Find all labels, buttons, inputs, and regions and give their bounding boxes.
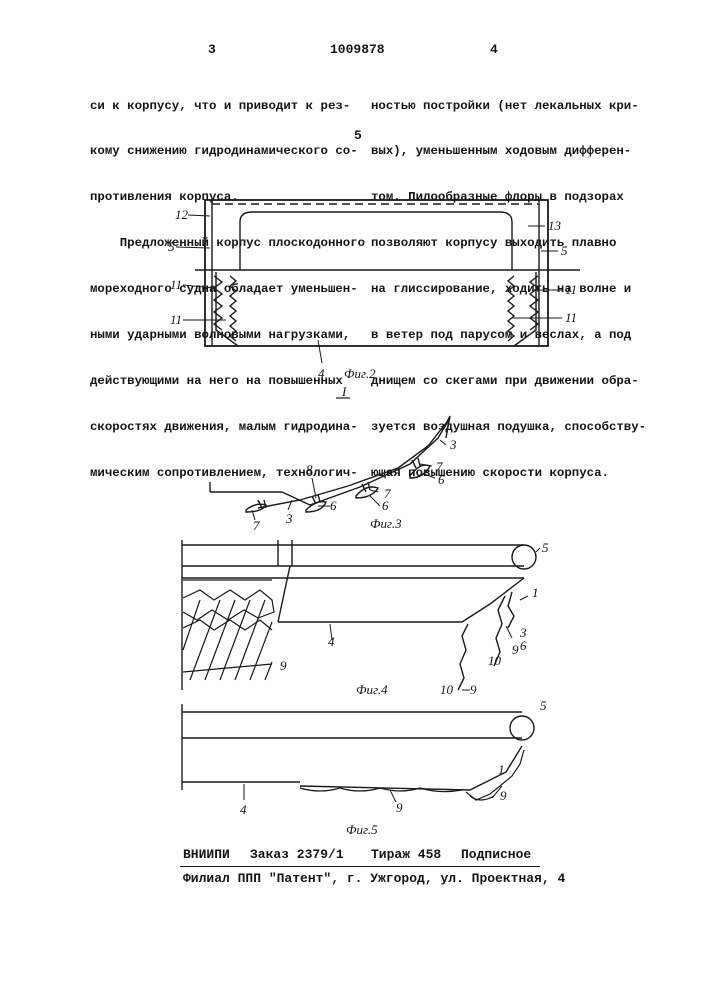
footer-subscription: Подписное [461, 847, 531, 862]
fig2-label: 5 [561, 243, 568, 258]
text-line: си к корпусу, что и приводит к рез- [90, 99, 365, 114]
line-number: 5 [354, 128, 362, 143]
figure-4: 5 1 3 6 9 10 4 9 10 9 Фиг.4 [0, 538, 707, 708]
fig5-label: 5 [540, 700, 547, 713]
fig5-label: 9 [396, 800, 403, 815]
fig4-hatched-section [183, 580, 274, 680]
fig2-label: 12 [175, 207, 189, 222]
page-number-right: 4 [490, 42, 498, 57]
fig2-label: 11 [170, 312, 182, 327]
figure-5: 5 1 9 9 4 Фиг.5 [0, 700, 707, 840]
fig3-label: 3 [285, 511, 293, 526]
fig5-label: 1 [498, 762, 505, 777]
fig3-skegs [246, 458, 430, 512]
fig3-label: 7 [253, 518, 260, 533]
fig4-label: 9 [512, 642, 519, 657]
fig5-hull [182, 704, 534, 790]
fig4-label: 6 [520, 638, 527, 653]
page-number-left: 3 [208, 42, 216, 57]
patent-number: 1009878 [330, 42, 385, 57]
fig4-leaders [330, 548, 540, 690]
footer-divider [180, 866, 540, 867]
fig2-hull-outline [195, 200, 580, 346]
fig4-label: 9 [280, 658, 287, 673]
figure-2: 12 5 11 11 13 5 11 11 4 Фиг.2 I [0, 190, 707, 410]
fig2-label: 4 [318, 366, 325, 381]
fig2-label: 11 [565, 282, 577, 297]
footer-circulation: Тираж 458 [371, 847, 441, 862]
fig4-label: 5 [542, 540, 549, 555]
section-mark: I [341, 384, 347, 399]
fig3-bottom-profile [210, 416, 450, 508]
footer-branch: Филиал ППП "Патент", г. Ужгород, ул. Про… [183, 871, 565, 886]
fig3-label: 8 [306, 462, 313, 477]
fig4-caption: Фиг.4 [356, 682, 388, 697]
fig3-label: 3 [449, 437, 457, 452]
fig5-leaders [244, 784, 502, 802]
fig5-caption: Фиг.5 [346, 822, 378, 837]
fig2-label: 11 [565, 310, 577, 325]
fig2-caption: Фиг.2 [344, 366, 376, 381]
footer-org: ВНИИПИ [183, 847, 230, 862]
footer-order: Заказ 2379/1 [250, 847, 344, 862]
fig2-label: 5 [168, 239, 175, 254]
fig3-label: 6 [382, 498, 389, 513]
fig5-label: 9 [500, 788, 507, 803]
fig4-label: 1 [532, 585, 539, 600]
fig3-leaders [252, 440, 446, 520]
text-line: вых), уменьшенным ходовым дифферен- [371, 144, 646, 159]
fig5-label: 4 [240, 802, 247, 817]
fig3-label: 6 [438, 472, 445, 487]
fig4-label: 4 [328, 634, 335, 649]
fig5-air-cushion [300, 750, 524, 800]
text-line: кому снижению гидродинамического со- [90, 144, 365, 159]
fig4-label: 10 [440, 682, 454, 697]
fig2-label: 13 [548, 218, 562, 233]
fig2-sawtooth-floors [214, 276, 538, 341]
fig3-caption: Фиг.3 [370, 516, 402, 531]
fig2-label: 11 [170, 277, 182, 292]
fig3-label: 6 [330, 498, 337, 513]
figure-3: 7 3 8 6 7 6 7 6 3 Фиг.3 [0, 410, 707, 540]
text-line: ностью постройки (нет лекальных кри- [371, 99, 646, 114]
fig4-label: 10 [488, 653, 502, 668]
fig4-label: 9 [470, 682, 477, 697]
